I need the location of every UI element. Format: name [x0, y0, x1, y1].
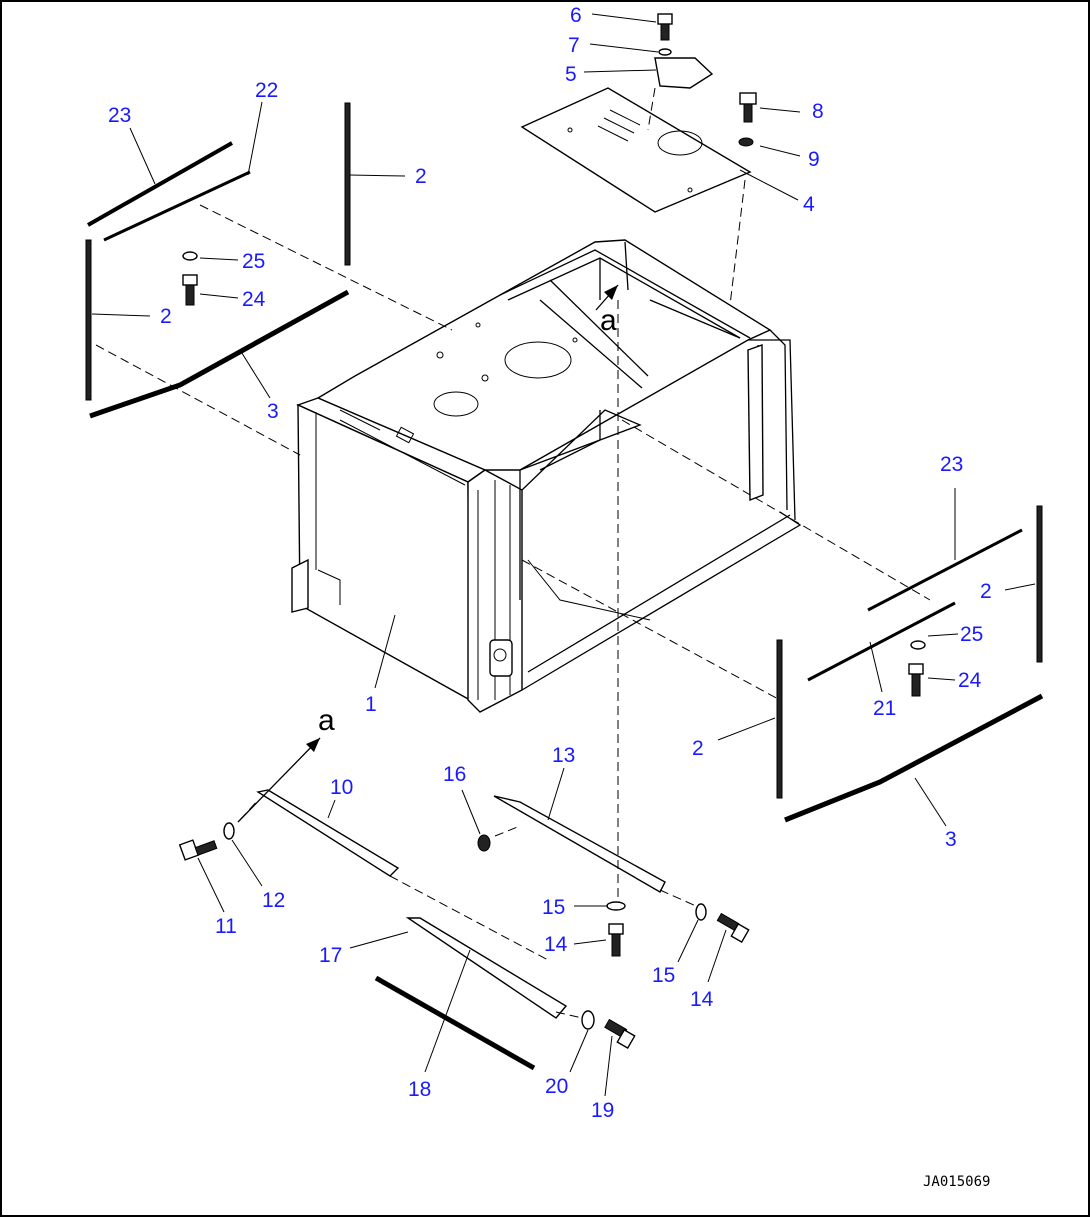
main-frame-assembly — [291, 239, 802, 713]
callout-3-right: 3 — [945, 828, 957, 851]
nut-25-right — [910, 640, 926, 650]
callout-2-d: 2 — [692, 737, 704, 760]
callout-23-right: 23 — [940, 453, 963, 476]
bolt-6 — [657, 13, 673, 41]
view-marker-a-upper: a — [600, 304, 617, 337]
view-marker-a-lower: a — [318, 704, 335, 737]
callout-20: 20 — [545, 1075, 568, 1098]
callout-14-a: 14 — [544, 933, 568, 956]
callout-16: 16 — [443, 763, 466, 786]
bolt-19 — [604, 1018, 636, 1050]
washer-9 — [738, 137, 754, 147]
callout-5: 5 — [565, 63, 577, 86]
strip-23-right — [867, 528, 1023, 612]
arrow-head-lower — [306, 738, 320, 752]
callout-9: 9 — [808, 148, 820, 171]
seal-bar-3-right — [784, 693, 1044, 823]
bracket-21 — [807, 601, 956, 682]
assembly-lines — [95, 87, 931, 1019]
bolt-24-left — [182, 274, 198, 306]
callout-19: 19 — [591, 1099, 614, 1122]
callout-11: 11 — [215, 915, 237, 938]
callout-7: 7 — [568, 34, 580, 57]
bracket-13 — [493, 795, 666, 893]
callout-21: 21 — [873, 697, 896, 720]
callout-24-right: 24 — [958, 669, 982, 692]
bolt-24-right — [908, 663, 924, 697]
callout-12: 12 — [262, 889, 285, 912]
callout-18: 18 — [408, 1078, 431, 1101]
seal-strip-2-b — [85, 239, 92, 401]
washer-15-b — [695, 903, 707, 921]
callout-23-left: 23 — [108, 104, 131, 127]
callout-3-left: 3 — [267, 400, 279, 423]
drawing-code: JA015069 — [923, 1174, 990, 1190]
bolt-14-a — [608, 923, 624, 957]
callout-4: 4 — [803, 193, 815, 216]
strip-23-left — [87, 141, 233, 227]
callout-13: 13 — [552, 744, 575, 767]
callout-22: 22 — [255, 79, 278, 102]
seal-strip-2-a — [344, 102, 351, 266]
seal-strip-2-c — [1036, 505, 1043, 663]
washer-12 — [223, 822, 235, 840]
arrow-head-upper — [604, 285, 618, 300]
callout-17: 17 — [319, 944, 342, 967]
callout-2-c: 2 — [980, 580, 992, 603]
callout-1: 1 — [365, 693, 377, 716]
callout-25-left: 25 — [242, 250, 265, 273]
bolt-14-b — [716, 912, 750, 944]
callout-labels: 6 7 5 8 9 4 23 22 2 25 24 2 3 1 23 2 25 … — [108, 4, 992, 1122]
bolt-8 — [739, 92, 757, 123]
seal-strip-2-d — [776, 639, 783, 799]
callout-8: 8 — [812, 100, 824, 123]
washer-7 — [658, 48, 672, 56]
leader-lines — [91, 13, 1036, 1097]
washer-15-a — [606, 901, 626, 911]
callout-15-b: 15 — [652, 964, 675, 987]
callout-6: 6 — [570, 4, 582, 27]
bracket-22 — [103, 170, 251, 242]
view-a-arrow-lower — [237, 737, 321, 823]
nut-25-left — [182, 251, 198, 261]
callout-14-b: 14 — [690, 988, 714, 1011]
cover-plate-5 — [654, 57, 714, 89]
callout-15-a: 15 — [542, 896, 565, 919]
nut-16 — [477, 834, 491, 852]
top-cover-plate — [520, 87, 752, 213]
callout-24-left: 24 — [242, 288, 266, 311]
callout-10: 10 — [330, 776, 353, 799]
bolt-11 — [178, 839, 218, 861]
washer-20 — [581, 1010, 595, 1030]
callout-25-right: 25 — [960, 623, 983, 646]
strip-18 — [374, 975, 536, 1071]
callout-2-a: 2 — [415, 165, 427, 188]
seal-bar-3-left — [89, 289, 350, 419]
callout-2-b: 2 — [160, 305, 172, 328]
bracket-17 — [405, 917, 568, 1019]
bracket-10 — [256, 789, 400, 877]
